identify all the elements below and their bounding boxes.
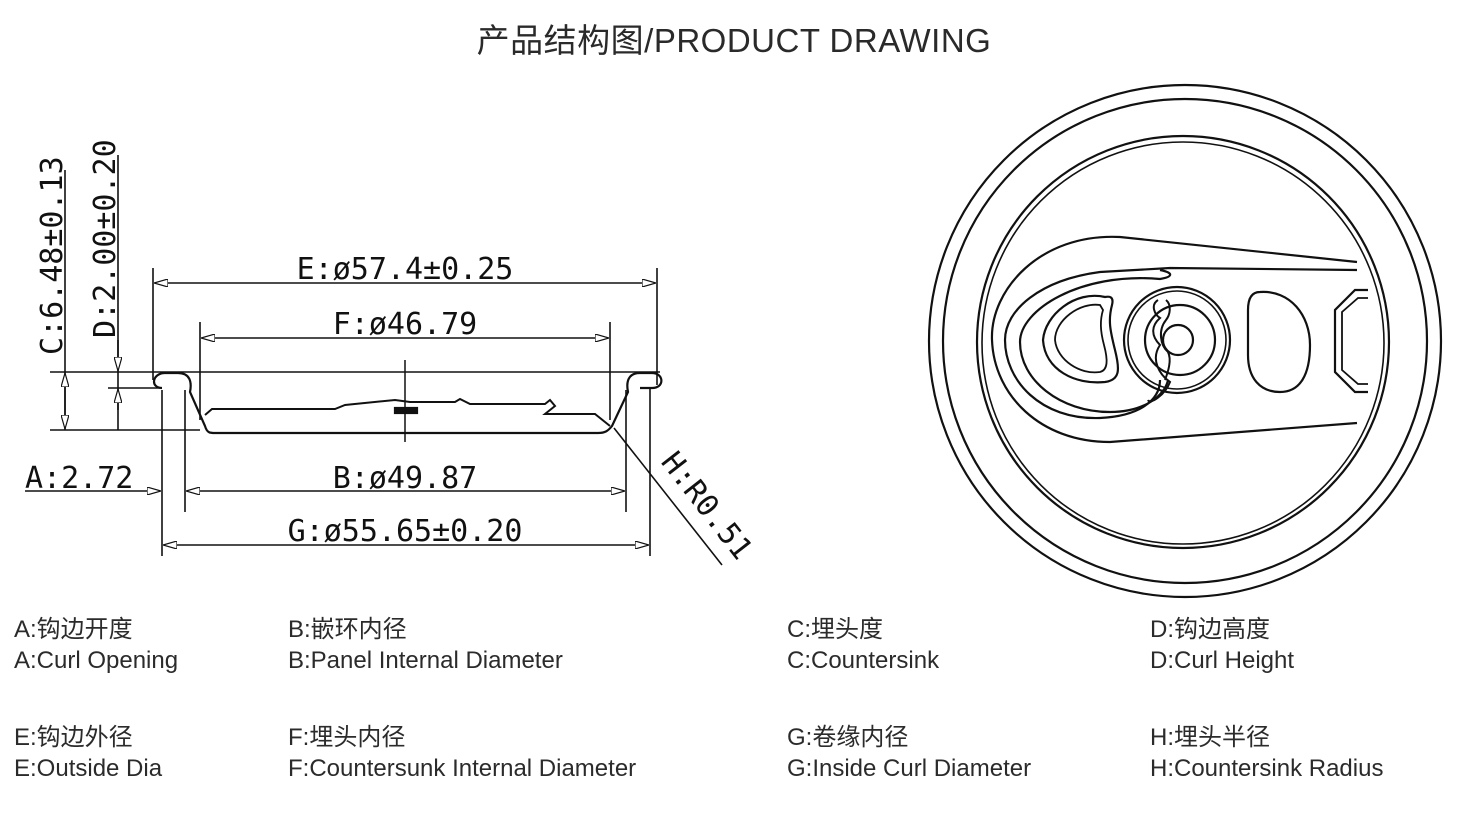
legend-en: G:Inside Curl Diameter xyxy=(787,755,1032,782)
legend-d: D:钩边高度 D:Curl Height xyxy=(1150,614,1294,676)
legend-zh: A:钩边开度 xyxy=(14,616,133,643)
dimension-lines xyxy=(25,155,723,566)
legend-f: F:埋头内径 F:Countersunk Internal Diameter xyxy=(288,722,636,784)
dim-label-f: F:ø46.79 xyxy=(333,307,478,342)
rivet-center xyxy=(1161,323,1195,357)
end-profile xyxy=(153,371,663,435)
finger-hole xyxy=(1246,290,1312,394)
dim-label-a: A:2.72 xyxy=(25,461,133,496)
outer-curl-circle xyxy=(927,83,1443,599)
rivet xyxy=(393,406,419,415)
page-title: 产品结构图/PRODUCT DRAWING xyxy=(476,22,992,59)
dim-label-b: B:ø49.87 xyxy=(333,461,478,496)
leader-h xyxy=(613,427,723,566)
legend-en: C:Countersink xyxy=(787,647,940,674)
legend-en: H:Countersink Radius xyxy=(1150,755,1384,782)
panel xyxy=(204,397,611,427)
legend-en: E:Outside Dia xyxy=(14,755,163,782)
dim-label-d: D:2.00±0.20 xyxy=(88,139,123,338)
legend-zh: B:嵌环内径 xyxy=(288,616,407,643)
dim-label-e: E:ø57.4±0.25 xyxy=(297,252,514,287)
legend-c: C:埋头度 C:Countersink xyxy=(787,614,939,676)
legend-en: A:Curl Opening xyxy=(14,647,179,674)
legend-b: B:嵌环内径 B:Panel Internal Diameter xyxy=(288,614,563,676)
legend-zh: D:钩边高度 xyxy=(1150,616,1270,643)
countersink-circle xyxy=(975,134,1391,550)
dim-label-g: G:ø55.65±0.20 xyxy=(288,514,523,549)
pull-tab-outline xyxy=(990,235,1358,444)
legend-en: F:Countersunk Internal Diameter xyxy=(288,755,637,782)
dim-label-h: H:R0.51 xyxy=(654,445,759,566)
score-opening xyxy=(1041,294,1120,384)
legend-zh: C:埋头度 xyxy=(787,616,883,643)
top-view xyxy=(927,83,1443,599)
legend-en: B:Panel Internal Diameter xyxy=(288,647,563,674)
legend-zh: G:卷缘内径 xyxy=(787,724,909,751)
legend-g: G:卷缘内径 G:Inside Curl Diameter xyxy=(787,722,1031,784)
legend-zh: E:钩边外径 xyxy=(14,724,133,751)
legend-e: E:钩边外径 E:Outside Dia xyxy=(14,722,162,784)
dim-label-c: C:6.48±0.13 xyxy=(35,156,70,355)
hex-relief xyxy=(1333,288,1368,394)
legend-en: D:Curl Height xyxy=(1150,647,1295,674)
rivet-ring xyxy=(1122,285,1232,395)
legend-a: A:钩边开度 A:Curl Opening xyxy=(14,614,178,676)
legend-zh: F:埋头内径 xyxy=(288,724,406,751)
side-section-view xyxy=(153,360,663,442)
legend-h: H:埋头半径 H:Countersink Radius xyxy=(1150,722,1383,784)
legend-zh: H:埋头半径 xyxy=(1150,724,1270,751)
